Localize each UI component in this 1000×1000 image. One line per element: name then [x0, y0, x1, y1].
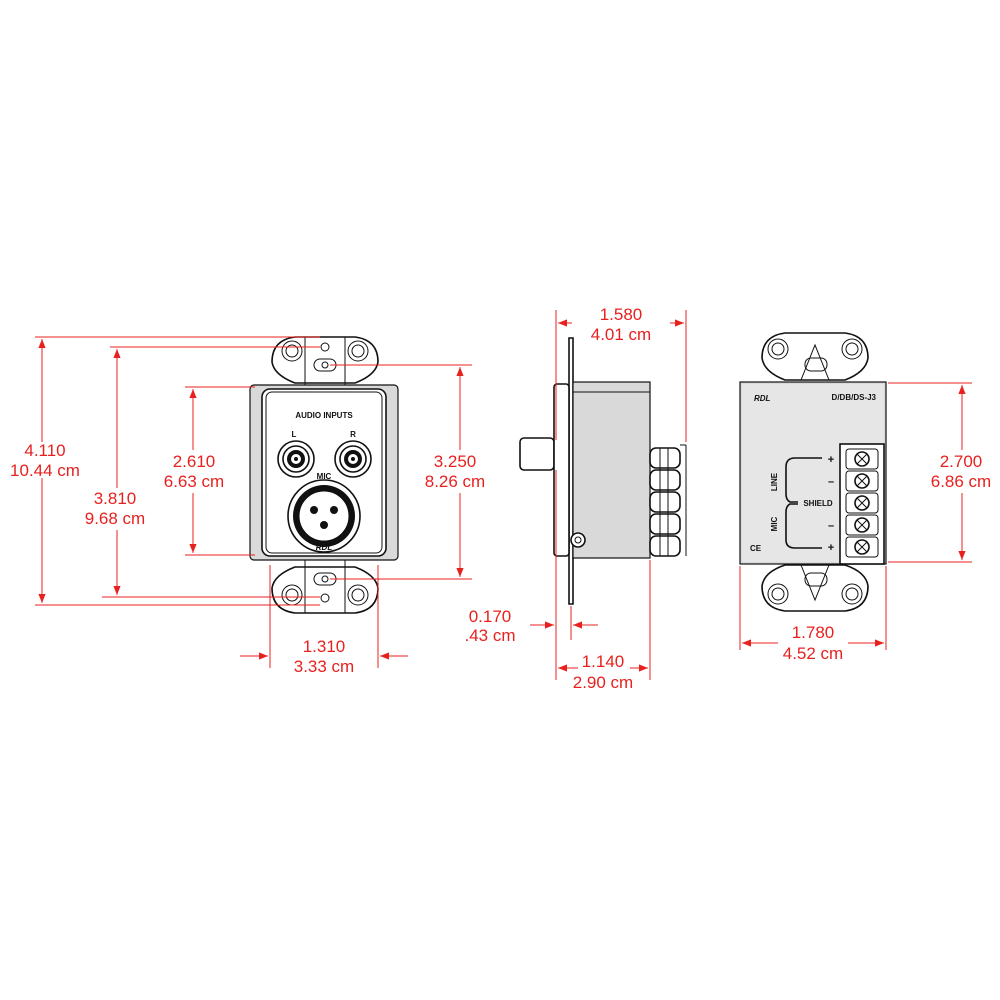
xlr-jack: [287, 479, 361, 553]
plate-offset-in: 0.170: [469, 607, 512, 626]
model-label: D/DB/DS-J3: [832, 393, 877, 402]
front-width-cm: 3.33 cm: [294, 657, 354, 676]
audio-inputs-label: AUDIO INPUTS: [295, 411, 353, 420]
hole-spacing-cm: 9.68 cm: [85, 509, 145, 528]
mic-bracket: [785, 503, 822, 549]
rear-mic-label: MIC: [770, 516, 779, 531]
front-brand-label: RDL: [316, 543, 333, 552]
overall-height-in: 4.110: [24, 441, 65, 460]
screw-spacing-cm: 8.26 cm: [425, 472, 485, 491]
side-dimensions: 1.580 4.01 cm 0.170 .43 cm 1.140 2.90 cm: [464, 305, 687, 692]
overall-depth-cm: 4.01 cm: [591, 325, 651, 344]
ce-mark: CE: [750, 544, 762, 553]
left-label: L: [292, 430, 297, 439]
rca-jack-left: [277, 440, 315, 478]
terminal-height-in: 2.700: [940, 452, 983, 471]
body-height-cm: 6.63 cm: [164, 472, 224, 491]
hole-spacing-in: 3.810: [94, 489, 137, 508]
rear-width-in: 1.780: [792, 623, 835, 642]
body-height-in: 2.610: [173, 452, 216, 471]
side-body: [572, 381, 651, 559]
front-view: AUDIO INPUTS L R MIC RDL: [249, 336, 399, 614]
rear-view: RDL D/DB/DS-J3 CE + – SHIELD – +: [739, 332, 887, 612]
mic-plus-sign: +: [828, 542, 834, 554]
rear-top-ear: [761, 332, 869, 381]
front-dimensions: 4.110 10.44 cm 3.810 9.68 cm 2.610 6.63 …: [10, 336, 485, 676]
side-terminals: [649, 444, 687, 557]
shield-label: SHIELD: [803, 499, 833, 508]
terminal-screws: [845, 448, 879, 558]
rca-jack-right: [334, 440, 372, 478]
terminal-height-cm: 6.86 cm: [931, 472, 991, 491]
line-label: LINE: [770, 472, 779, 491]
side-view: [519, 337, 687, 605]
rear-bottom-ear: [761, 564, 869, 612]
rear-width-cm: 4.52 cm: [783, 644, 843, 663]
front-width-in: 1.310: [303, 637, 346, 656]
rear-dimensions: 2.700 6.86 cm 1.780 4.52 cm: [739, 382, 991, 663]
mic-label: MIC: [317, 472, 332, 481]
line-bracket: [785, 457, 822, 503]
line-plus-sign: +: [828, 454, 834, 466]
plate-offset-cm: .43 cm: [464, 626, 515, 645]
body-depth-in: 1.140: [582, 652, 625, 671]
overall-depth-in: 1.580: [600, 305, 643, 324]
screw-spacing-in: 3.250: [434, 452, 477, 471]
side-jack-protrusion: [519, 437, 555, 471]
body-depth-cm: 2.90 cm: [573, 673, 633, 692]
front-top-screw: [321, 361, 329, 369]
line-minus-sign: –: [828, 476, 834, 488]
right-label: R: [350, 430, 356, 439]
front-top-ear: [271, 336, 379, 384]
side-screw: [570, 532, 586, 548]
front-bottom-screw: [321, 575, 329, 583]
mic-minus-sign: –: [828, 520, 834, 532]
overall-height-cm: 10.44 cm: [10, 461, 80, 480]
rear-brand-label: RDL: [754, 394, 771, 403]
